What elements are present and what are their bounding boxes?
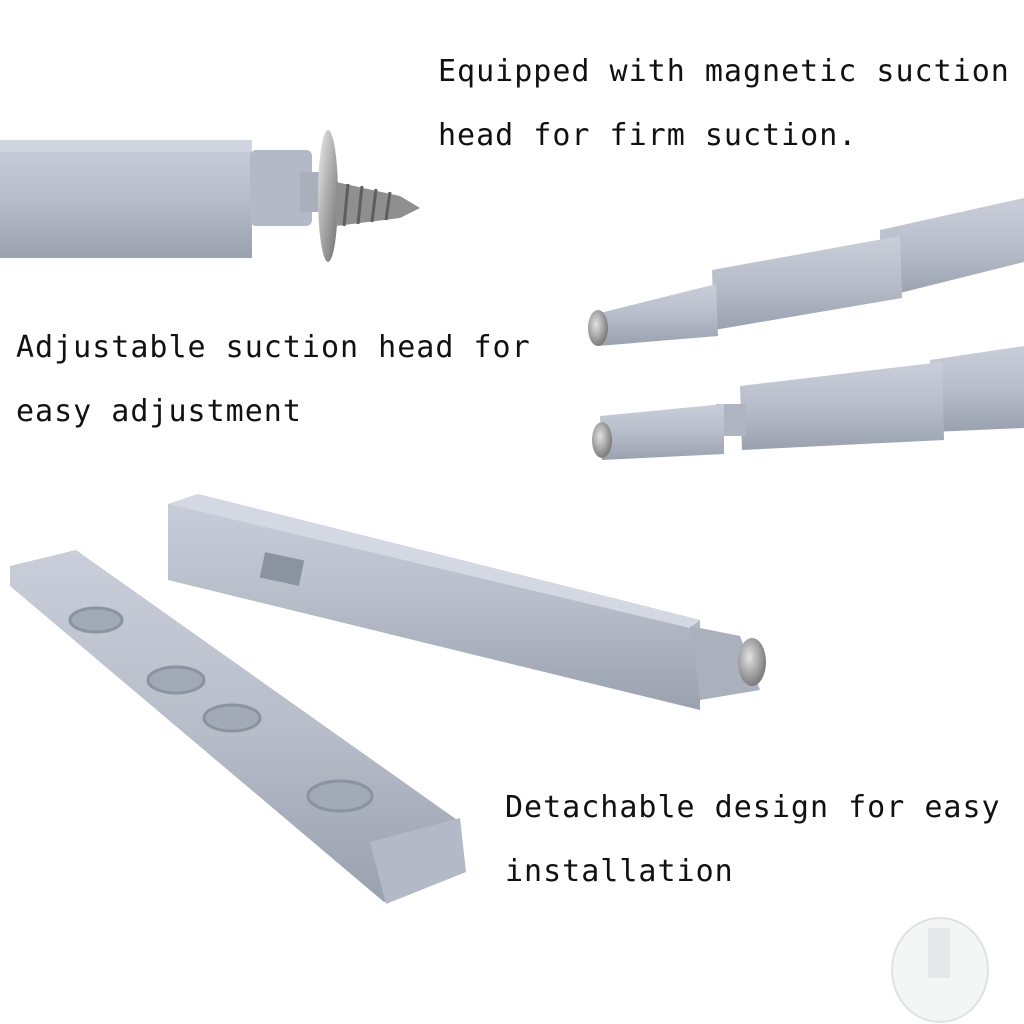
latch-with-screw xyxy=(0,130,420,262)
caption-detachable-design: Detachable design for easy installation xyxy=(505,776,1001,904)
washer xyxy=(318,130,338,262)
caption-line: easy adjustment xyxy=(16,394,302,429)
magnet-head xyxy=(588,310,608,346)
caption-line: Equipped with magnetic suction xyxy=(438,54,1010,89)
caption-line: head for firm suction. xyxy=(438,118,858,153)
caption-magnetic-head: Equipped with magnetic suction head for … xyxy=(438,40,1010,168)
plastic-anchor xyxy=(891,917,989,1023)
magnet-head-2 xyxy=(592,422,612,458)
adjustable-latch-upper xyxy=(588,198,1024,346)
adjustable-latch-lower xyxy=(592,346,1024,460)
mounting-plate xyxy=(10,550,466,904)
caption-line: Detachable design for easy xyxy=(505,790,1001,825)
caption-adjustable-head: Adjustable suction head for easy adjustm… xyxy=(16,316,531,444)
screw xyxy=(336,182,420,226)
magnet-head-3 xyxy=(738,638,766,686)
detached-latch-body xyxy=(168,494,766,710)
latch-plunger xyxy=(250,150,312,226)
latch-body xyxy=(0,140,252,258)
caption-line: Adjustable suction head for xyxy=(16,330,531,365)
caption-line: installation xyxy=(505,854,734,889)
